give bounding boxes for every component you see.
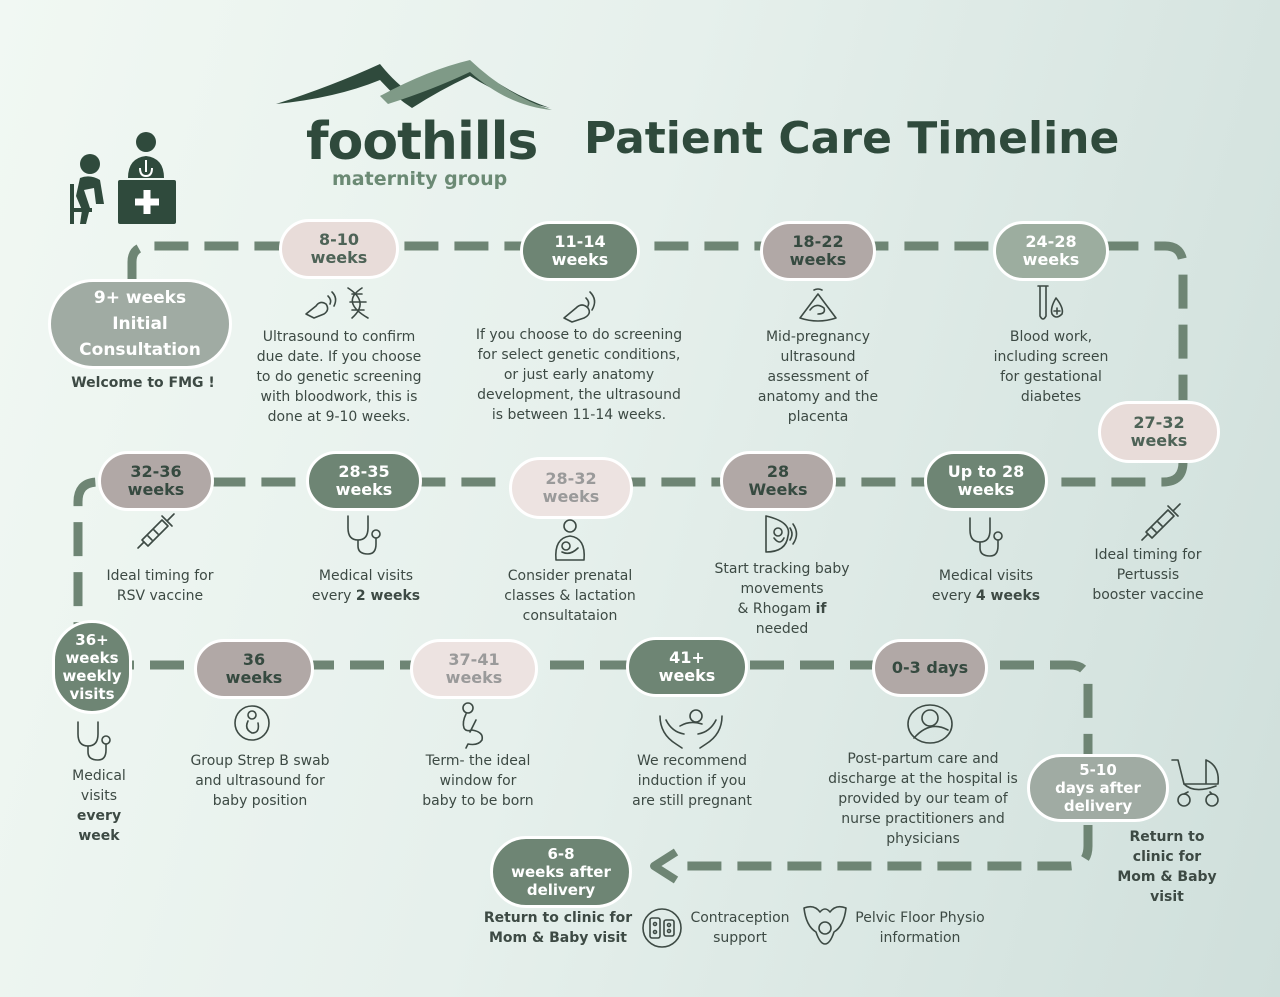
desc-36-plus-weeks: Medical visits every week xyxy=(72,768,126,844)
desc-28-32-weeks: Consider prenatal classes & lactation co… xyxy=(504,568,636,624)
contraception-label: Contraception support xyxy=(690,910,790,946)
doctor-consultation-icon xyxy=(70,132,176,224)
desc-18-22-weeks: Mid-pregnancy ultrasound assessment of a… xyxy=(757,329,879,425)
pill-11-14-weeks: 11-14 weeks xyxy=(520,221,640,281)
pelvis-icon xyxy=(800,902,850,948)
desc-32-36-weeks: Ideal timing for RSV vaccine xyxy=(106,568,214,604)
desc-41-plus-weeks: We recommend induction if you are still … xyxy=(632,753,752,809)
desc-8-10-weeks: Ultrasound to confirm due date. If you c… xyxy=(256,329,422,425)
pill-28-35-weeks: 28-35 weeks xyxy=(306,451,422,511)
pill-27-32-weeks: 27-32 weeks xyxy=(1098,401,1220,463)
blood-test-icon xyxy=(1034,284,1068,324)
desc-0-3-days: Post-partum care and discharge at the ho… xyxy=(828,751,1018,847)
desc-6-8-weeks-after-delivery: Return to clinic for Mom & Baby visit xyxy=(483,910,633,946)
desc-37-41-weeks: Term- the ideal window for baby to be bo… xyxy=(422,753,534,809)
desc-5-10-days: Return to clinic for Mom & Baby visit xyxy=(1117,829,1217,905)
ultrasound-dna-icon xyxy=(300,284,382,322)
brand-subtitle: maternity group xyxy=(332,168,508,190)
pill-41-plus-weeks: 41+ weeks xyxy=(626,637,748,697)
pill-0-3-days: 0-3 days xyxy=(872,639,988,697)
desc-36-weeks: Group Strep B swab and ultrasound for ba… xyxy=(190,753,330,809)
pill-up-to-28-weeks: Up to 28 weeks xyxy=(924,451,1048,511)
pill-24-28-weeks: 24-28 weeks xyxy=(993,221,1109,281)
syringe-icon xyxy=(1136,498,1184,544)
fetus-icon xyxy=(232,703,272,743)
stethoscope-icon xyxy=(344,512,384,556)
pelvic-floor-label: Pelvic Floor Physio information xyxy=(855,910,985,946)
stethoscope-icon xyxy=(74,718,114,762)
desc-28-35-weeks: Medical visits every 2 weeks xyxy=(311,568,421,604)
pill-6-8-weeks-after-delivery: 6-8 weeks after delivery xyxy=(490,836,632,908)
stroller-icon xyxy=(1168,752,1226,810)
baby-in-womb-icon xyxy=(758,512,798,556)
stethoscope-icon xyxy=(966,514,1006,558)
pill-28-weeks: 28 Weeks xyxy=(720,451,836,511)
brand-name: foothills xyxy=(306,112,538,172)
desc-up-to-28-weeks: Medical visits every 4 weeks xyxy=(931,568,1041,604)
desc-11-14-weeks: If you choose to do screening for select… xyxy=(475,327,683,423)
newborn-icon xyxy=(904,700,956,746)
pill-5-10-days: 5-10 days after delivery xyxy=(1027,754,1169,822)
page-title: Patient Care Timeline xyxy=(584,113,1120,164)
desc-24-28-weeks: Blood work, including screen for gestati… xyxy=(993,329,1109,405)
pill-36-weeks: 36 weeks xyxy=(194,639,314,699)
desc-28-weeks: Start tracking baby movements & Rhogam i… xyxy=(714,561,850,637)
pill-18-22-weeks: 18-22 weeks xyxy=(760,221,876,281)
hands-baby-icon xyxy=(656,704,726,750)
ultrasound-probe-icon xyxy=(560,286,602,324)
mountain-logo xyxy=(276,60,552,110)
pill-8-10-weeks: 8-10 weeks xyxy=(279,219,399,279)
pill-37-41-weeks: 37-41 weeks xyxy=(410,639,538,699)
pregnant-woman-icon xyxy=(456,702,488,750)
pill-32-36-weeks: 32-36 weeks xyxy=(98,451,214,511)
pill-36-plus-weeks: 36+ weeks weekly visits xyxy=(52,620,132,714)
mother-baby-icon xyxy=(552,518,588,562)
desc-initial-consultation: Welcome to FMG ! xyxy=(71,375,215,391)
syringe-icon xyxy=(134,510,178,550)
pill-initial-consultation: 9+ weeks Initial Consultation xyxy=(48,279,232,369)
ultrasound-scan-icon xyxy=(796,288,840,324)
pill-28-32-weeks: 28-32 weeks xyxy=(509,457,633,519)
contraception-icon xyxy=(640,906,684,950)
desc-27-32-weeks: Ideal timing for Pertussis booster vacci… xyxy=(1092,547,1204,603)
